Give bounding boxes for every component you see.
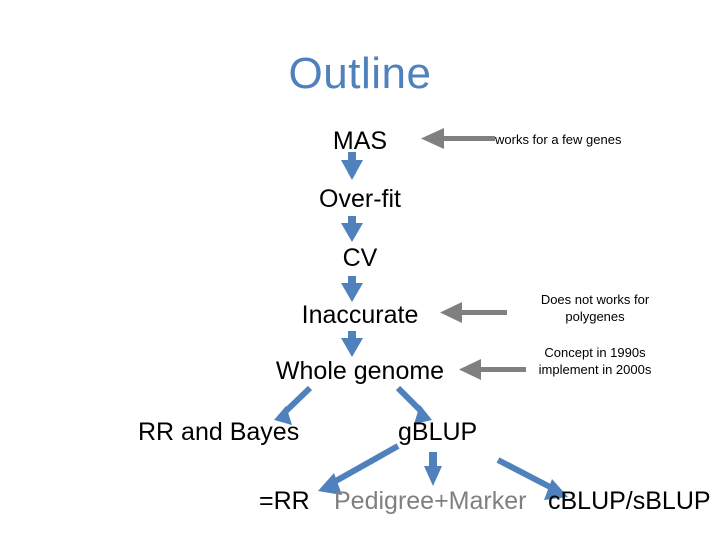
page-title: Outline <box>288 49 432 98</box>
node-pedigree-marker[interactable]: Pedigree+Marker <box>334 487 527 515</box>
annotation-mas-note-line1: works for a few genes <box>495 132 622 147</box>
node-cblup-sblup[interactable]: cBLUP/sBLUP <box>548 487 711 515</box>
annotation-inaccurate-note: Does not works for polygenes <box>500 291 690 325</box>
node-rr-and-bayes[interactable]: RR and Bayes <box>138 418 300 446</box>
node-cv[interactable]: CV <box>342 244 378 272</box>
node-whole-genome[interactable]: Whole genome <box>275 357 445 385</box>
annotation-mas-note: works for a few genes <box>495 131 695 148</box>
down-arrow-icon <box>341 331 363 357</box>
annotation-inaccurate-note-line2: polygenes <box>565 309 625 324</box>
node-inaccurate[interactable]: Inaccurate <box>301 301 419 329</box>
down-arrow-icon <box>424 452 442 486</box>
annotation-inaccurate-note-line1: Does not works for <box>540 292 650 307</box>
down-arrow-icon <box>341 152 363 180</box>
annotation-whole-genome-note-line1: Concept in 1990s <box>544 345 646 360</box>
node-eq-rr[interactable]: =RR <box>259 487 310 515</box>
node-mas[interactable]: MAS <box>332 127 388 155</box>
down-arrow-icon <box>341 276 363 302</box>
annotation-whole-genome-note: Concept in 1990s implement in 2000s <box>500 344 690 378</box>
down-arrow-icon <box>341 216 363 242</box>
node-gblup[interactable]: gBLUP <box>398 418 478 446</box>
node-over-fit[interactable]: Over-fit <box>319 185 401 213</box>
annotation-whole-genome-note-line2: implement in 2000s <box>538 362 652 377</box>
